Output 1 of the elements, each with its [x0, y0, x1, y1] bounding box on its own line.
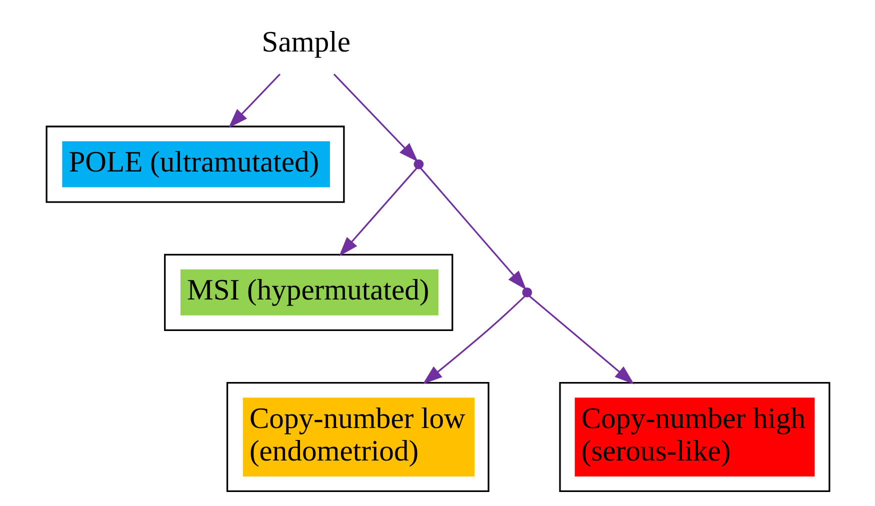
node-text: Sample	[261, 26, 350, 59]
